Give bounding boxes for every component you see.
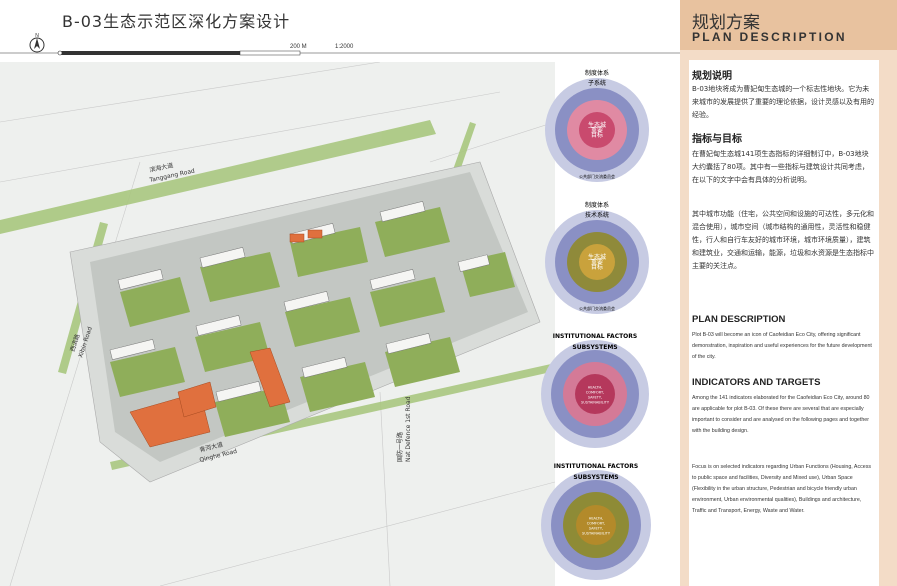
indicator-wheel: INSTITUTIONAL FACTORS SUBSYSTEMS HEALTH,… <box>541 333 649 448</box>
section-heading: 规划说明 <box>692 71 732 82</box>
scale-bar <box>0 50 680 56</box>
indicator-wheel: 制度体系 技术系统 生态城重要目标 公共部门交流委员会 <box>545 201 649 314</box>
section-text: 在曹妃甸生态城141项生态指标的详细制订中，B-03地块大约囊括了80项。其中有… <box>692 150 869 184</box>
wheel-center-label: 生态城重要目标 <box>588 253 606 271</box>
wheel-outer-label: INSTITUTIONAL FACTORS <box>553 333 637 340</box>
section-heading: 指标与目标 <box>692 134 742 145</box>
wheel-center-label: 生态城重要目标 <box>588 121 606 139</box>
wheel-center-label: HEALTH,COMFORT,SAFETY,SUSTAINABILITY <box>581 386 610 405</box>
site-plan: 滨海大道 Tanggang Road 西滨路 Xibin Road 青河大道 Q… <box>0 62 555 586</box>
wheel-outer-label: 制度体系 <box>585 201 609 209</box>
wheel-bottom-label: 公共部门交流委员会 <box>579 173 615 179</box>
indicator-wheel: INSTITUTIONAL FACTORS SUBSYSTEMS HEALTH,… <box>541 463 651 580</box>
indicator-wheel: 制度体系 子系统 生态城重要目标 公共部门交流委员会 <box>545 69 649 182</box>
section-text-en: Focus is on selected indicators regardin… <box>692 464 872 514</box>
wheel-bottom-label: 公共部门交流委员会 <box>579 305 615 311</box>
panel-title-cn: 规划方案 <box>692 13 760 33</box>
north-label: N <box>35 33 39 39</box>
wheel-mid-label: SUBSYSTEMS <box>572 344 617 351</box>
section-heading-en: INDICATORS AND TARGETS <box>692 377 821 388</box>
section-text-en: Plot B-03 will become an icon of Caofeid… <box>692 332 872 360</box>
wheel-mid-label: 子系统 <box>588 79 606 87</box>
wheel-outer-label: 制度体系 <box>585 69 609 77</box>
scale-label: 200 M <box>290 44 307 50</box>
scale-ratio: 1:2000 <box>335 44 354 50</box>
panel-body <box>689 60 879 586</box>
wheel-mid-label: 技术系统 <box>585 211 609 219</box>
panel-title-bar: 规划方案 PLAN DESCRIPTION <box>680 0 897 50</box>
wheel-outer-label: INSTITUTIONAL FACTORS <box>554 463 638 470</box>
wheel-center-label: HEALTH,COMFORT,SAFETY,SUSTAINABILITY <box>582 517 611 536</box>
section-text-en: Among the 141 indicators elaborated for … <box>692 395 870 434</box>
section-heading-en: PLAN DESCRIPTION <box>692 314 786 325</box>
panel-title-en: PLAN DESCRIPTION <box>692 30 847 44</box>
road-label-cn: 国防一号路 <box>396 432 404 462</box>
section-text: B-03地块将成为曹妃甸生态城的一个标志性地块。它为未来城市的发展提供了重要的理… <box>692 85 874 119</box>
north-arrow-icon: N <box>29 33 45 53</box>
road-label-en: Nat Defence 1st Road <box>405 396 412 462</box>
page-title: B-03生态示范区深化方案设计 <box>62 12 291 31</box>
wheel-mid-label: SUBSYSTEMS <box>573 474 618 481</box>
section-text: 其中城市功能（住宅，公共空间和设施的可达性，多元化和混合使用），城市空间（城市结… <box>692 210 874 270</box>
